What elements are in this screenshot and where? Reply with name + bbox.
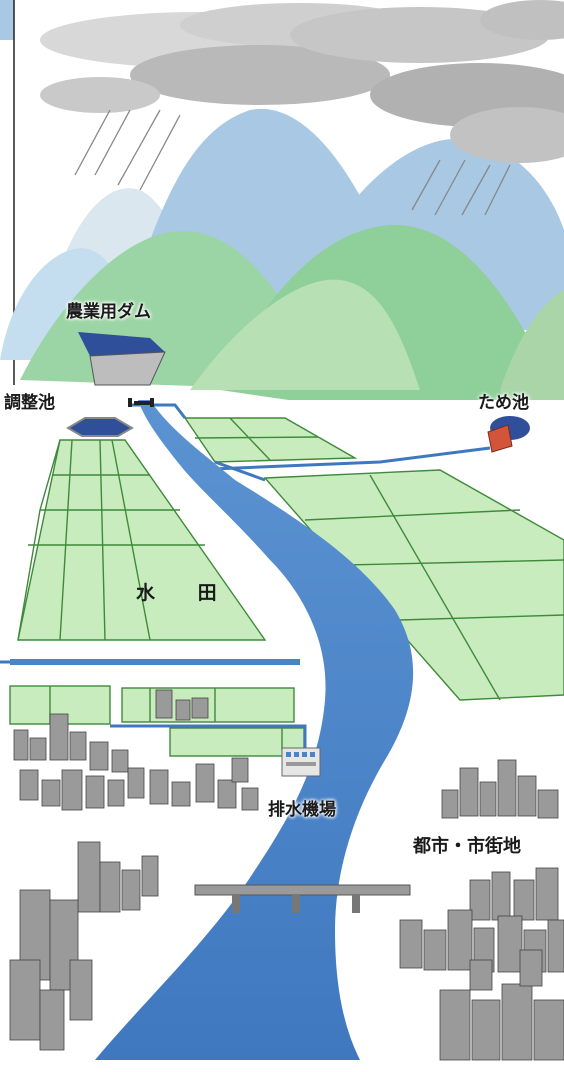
- urban-area-label: 都市・市街地: [413, 836, 521, 857]
- regulating-pond-label: 調整池: [4, 393, 55, 413]
- drainage-pump-station-label: 排水機場: [268, 800, 336, 820]
- buildings-right: [399, 759, 564, 1061]
- irrigation-pond-label: ため池: [478, 393, 529, 413]
- paddy-fields-right: [263, 469, 564, 701]
- buildings-left: [9, 689, 259, 1051]
- rain-lines: [74, 109, 511, 216]
- drainage-pump-station: [281, 747, 321, 777]
- paddy-fields-left: [17, 439, 267, 641]
- agricultural-dam-label: 農業用ダム: [66, 302, 151, 322]
- paddy-fields-middle: [183, 417, 358, 463]
- regulating-pond: [66, 417, 134, 437]
- paddy-fields-lower: [9, 685, 305, 757]
- rain-clouds: [40, 0, 564, 163]
- agricultural-dam: [78, 332, 166, 407]
- paddy-field-label: 水 田: [136, 582, 235, 604]
- irrigation-pond: [487, 416, 530, 453]
- bridge: [194, 884, 411, 913]
